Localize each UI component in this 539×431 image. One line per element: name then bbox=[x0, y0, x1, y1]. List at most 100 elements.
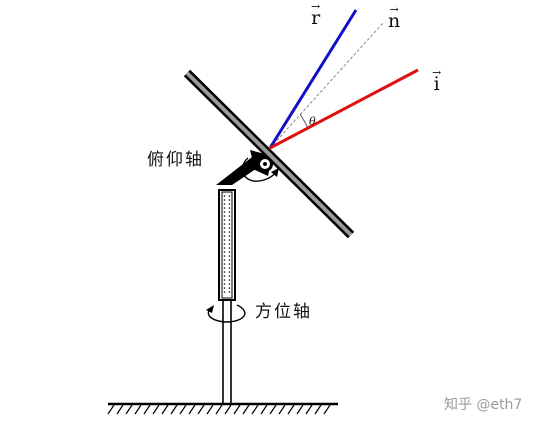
column-texture-dot bbox=[223, 203, 226, 205]
ground-hatch-mark bbox=[125, 404, 133, 415]
column-texture-dot bbox=[228, 275, 231, 277]
ground-hatch-mark bbox=[215, 404, 223, 415]
incident-vector-line bbox=[269, 68, 419, 150]
column-texture-dot bbox=[223, 211, 226, 213]
theta-label: θ bbox=[309, 115, 316, 128]
mirror-panel bbox=[183, 69, 355, 239]
ground-hatch-mark bbox=[188, 404, 196, 415]
column-texture-dot bbox=[228, 263, 231, 265]
column-texture-dot bbox=[228, 203, 231, 205]
reflected-vector-arrow: → bbox=[311, 0, 321, 13]
pitch-rotation-arrow bbox=[241, 157, 279, 182]
column-texture-dot bbox=[223, 251, 226, 253]
column-texture-dot bbox=[223, 199, 226, 201]
column-texture-dot bbox=[223, 259, 226, 261]
column-texture-dot bbox=[228, 215, 231, 217]
column-texture-dot bbox=[228, 271, 231, 273]
reflected-vector-symbol: r bbox=[311, 7, 321, 29]
watermark: 知乎 @eth7 bbox=[444, 394, 522, 414]
azimuth-axis-label: 方位轴 bbox=[255, 302, 312, 322]
ground-hatch-mark bbox=[161, 404, 169, 415]
pitch-axis-label: 俯仰轴 bbox=[147, 150, 204, 170]
reflected-vector-line bbox=[268, 9, 358, 149]
post bbox=[222, 300, 232, 404]
ground-hatch-mark bbox=[269, 404, 277, 415]
column-texture-dot bbox=[223, 287, 226, 289]
ground-hatch-mark bbox=[305, 404, 313, 415]
ground-hatch-mark bbox=[287, 404, 295, 415]
column-texture-dot bbox=[228, 255, 231, 257]
ground-hatch-mark bbox=[170, 404, 178, 415]
column-texture-dot bbox=[223, 235, 226, 237]
ground-hatch-mark bbox=[251, 404, 259, 415]
column-texture-dot bbox=[228, 219, 231, 221]
column-texture-dot bbox=[223, 219, 226, 221]
column-texture-dot bbox=[228, 211, 231, 213]
column-texture-dot bbox=[228, 279, 231, 281]
ground-hatch-mark bbox=[323, 404, 331, 415]
column-texture-dot bbox=[223, 263, 226, 265]
column-texture-dot bbox=[223, 223, 226, 225]
incident-vector-symbol: i bbox=[433, 73, 440, 95]
column-texture-dot bbox=[228, 247, 231, 249]
normal-vector-symbol: n bbox=[388, 10, 401, 32]
column-texture-dot bbox=[223, 271, 226, 273]
column-texture-dot bbox=[228, 267, 231, 269]
column-texture-dot bbox=[228, 235, 231, 237]
column-texture-dot bbox=[228, 195, 231, 197]
watermark-site: 知乎 bbox=[444, 397, 472, 413]
column-texture-dot bbox=[228, 223, 231, 225]
ground-hatch-mark bbox=[242, 404, 250, 415]
column-texture-dot bbox=[228, 283, 231, 285]
ground-hatch-mark bbox=[143, 404, 151, 415]
column-texture-dot bbox=[223, 227, 226, 229]
normal-vector-arrow: → bbox=[389, 3, 399, 16]
column-texture-dot bbox=[228, 239, 231, 241]
column-texture-dot bbox=[228, 207, 231, 209]
ground-hatch-mark bbox=[314, 404, 322, 415]
ground-hatch-mark bbox=[152, 404, 160, 415]
ground-hatch-mark bbox=[134, 404, 142, 415]
column-texture-dot bbox=[228, 251, 231, 253]
ground-hatch-mark bbox=[206, 404, 214, 415]
column-texture-dot bbox=[223, 291, 226, 293]
column-texture-dot bbox=[223, 195, 226, 197]
column-texture-dot bbox=[228, 243, 231, 245]
watermark-user: @eth7 bbox=[476, 397, 523, 413]
column-texture-dot bbox=[223, 279, 226, 281]
column-texture-dot bbox=[228, 287, 231, 289]
column-texture-dot bbox=[228, 231, 231, 233]
ground-hatch-mark bbox=[278, 404, 286, 415]
theta-angle-arc bbox=[299, 113, 309, 129]
column-texture-dot bbox=[223, 275, 226, 277]
column-texture-dot bbox=[228, 227, 231, 229]
column-texture-dot bbox=[223, 283, 226, 285]
reflected-vector-label: → r bbox=[311, 0, 321, 29]
column-texture-dot bbox=[228, 259, 231, 261]
ground-hatch-mark bbox=[233, 404, 241, 415]
column-texture-dot bbox=[228, 291, 231, 293]
azimuth-rotation-arrow bbox=[206, 304, 246, 323]
column-texture-dot bbox=[223, 255, 226, 257]
normal-vector-label: → n bbox=[388, 3, 401, 32]
column-texture-dot bbox=[223, 239, 226, 241]
ground-hatch-mark bbox=[296, 404, 304, 415]
column-texture-dot bbox=[223, 207, 226, 209]
column-texture-dot bbox=[223, 231, 226, 233]
ground-hatch-mark bbox=[224, 404, 232, 415]
column-texture-dot bbox=[223, 215, 226, 217]
ground-hatch-mark bbox=[197, 404, 205, 415]
column-texture-dot bbox=[223, 247, 226, 249]
column-texture-dot bbox=[223, 267, 226, 269]
ground bbox=[107, 402, 338, 415]
ground-hatch-mark bbox=[116, 404, 124, 415]
ground-hatch-mark bbox=[107, 404, 115, 415]
incident-vector-arrow: → bbox=[432, 66, 442, 79]
column bbox=[218, 189, 236, 301]
normal-vector-line bbox=[269, 22, 384, 149]
pivot-joint bbox=[257, 156, 273, 172]
incident-vector-label: → i bbox=[432, 66, 442, 95]
ground-hatch-mark bbox=[179, 404, 187, 415]
ground-hatch-mark bbox=[260, 404, 268, 415]
